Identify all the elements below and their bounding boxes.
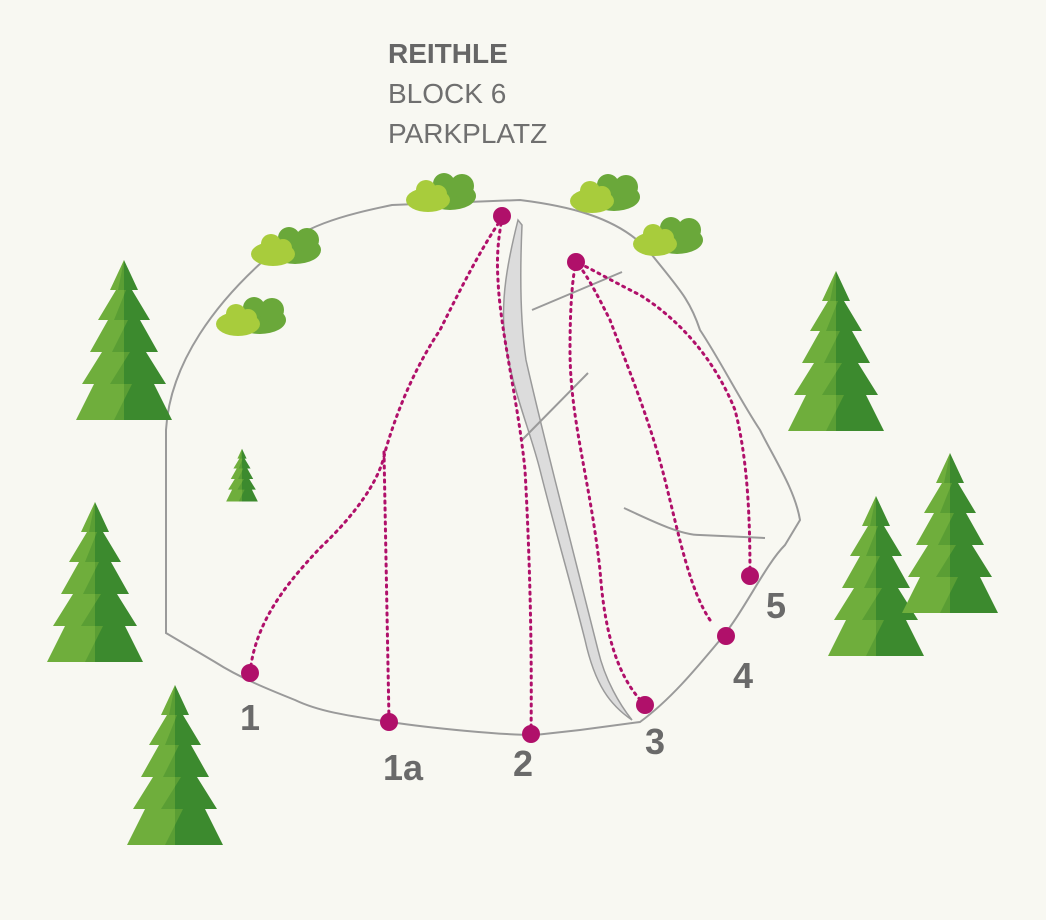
boulder-outline	[165, 198, 802, 737]
route-2-line	[496, 216, 533, 736]
tree-icon	[127, 685, 223, 845]
tree-icon	[47, 502, 143, 662]
crack-groove	[502, 218, 633, 721]
bush-icon	[406, 173, 476, 212]
tree-icon	[226, 448, 258, 502]
route-5-start	[741, 567, 759, 585]
route-4-line	[574, 260, 712, 622]
tree-icon	[76, 260, 172, 420]
route-1a-start	[380, 713, 398, 731]
route-3-label: 3	[645, 721, 665, 762]
route-5-label: 5	[766, 585, 786, 626]
bush-icon	[216, 297, 286, 336]
route-3-start	[636, 696, 654, 714]
tree-icon	[902, 453, 998, 613]
route-2-start	[522, 725, 540, 743]
block-name: BLOCK 6	[388, 78, 507, 109]
route-1-start	[241, 664, 259, 682]
top-anchor-right	[567, 253, 585, 271]
bush-icon	[633, 217, 703, 256]
bush-icon	[251, 227, 321, 266]
bush-icon	[570, 174, 640, 213]
top-anchor-left	[493, 207, 511, 225]
location-name: PARKPLATZ	[388, 118, 548, 149]
route-2-label: 2	[513, 743, 533, 784]
area-name: REITHLE	[388, 38, 508, 69]
rock-line	[623, 507, 766, 539]
rock-line	[521, 372, 589, 441]
route-1a-line	[382, 450, 391, 722]
route-4-label: 4	[733, 655, 753, 696]
route-1a-label: 1a	[383, 747, 424, 788]
route-3-line	[568, 260, 647, 707]
rock-line	[531, 271, 623, 311]
route-5-line	[574, 260, 752, 578]
tree-icon	[788, 271, 884, 431]
route-4-start	[717, 627, 735, 645]
topo-title: REITHLE BLOCK 6 PARKPLATZ	[388, 34, 547, 154]
route-1-line	[248, 216, 504, 675]
route-1-label: 1	[240, 697, 260, 738]
